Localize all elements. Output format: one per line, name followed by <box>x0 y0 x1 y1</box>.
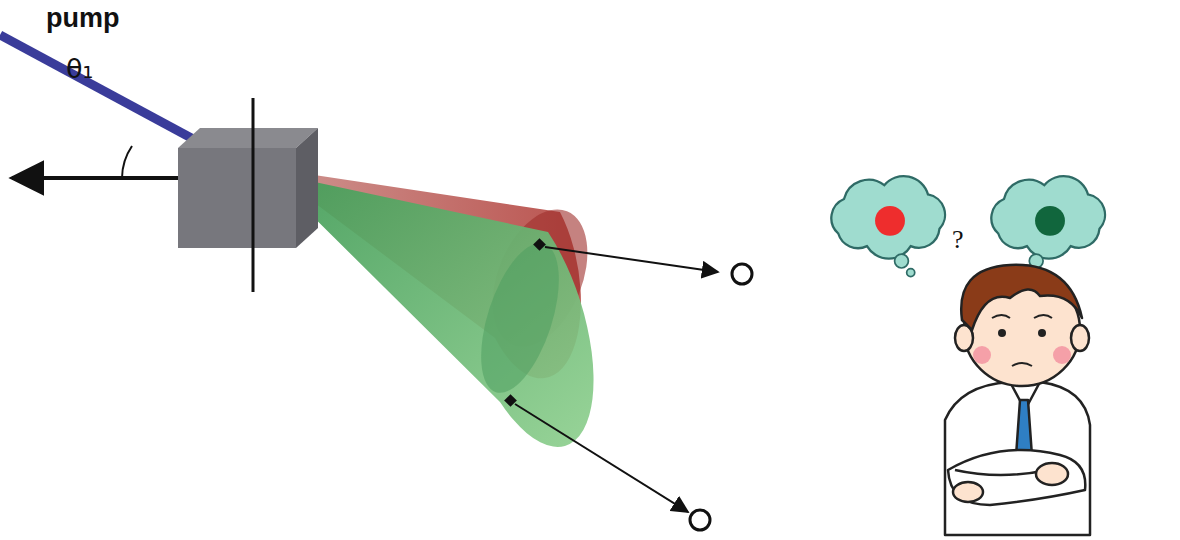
thought-bubble <box>991 176 1105 276</box>
thought-bubble <box>831 176 945 276</box>
reference-arrow <box>12 176 200 180</box>
question-mark: ? <box>952 226 964 255</box>
green-cone-rim <box>465 234 574 402</box>
angle-label: θ₁ <box>66 54 93 84</box>
green-dot <box>1035 206 1065 236</box>
pump-beam <box>0 35 195 140</box>
angle-arc <box>122 146 132 178</box>
crystal-side <box>296 128 318 248</box>
detector-circle <box>690 510 710 530</box>
sample-point <box>533 238 546 251</box>
leader-arrow <box>515 404 688 512</box>
leader-arrow <box>545 247 718 272</box>
red-dot <box>875 206 905 236</box>
crystal-axis <box>252 98 255 292</box>
puzzled-person <box>945 265 1090 535</box>
crystal-top <box>178 128 318 148</box>
crystal-front <box>178 148 296 248</box>
beam-label: pump <box>46 4 120 34</box>
detector-circle <box>732 264 752 284</box>
